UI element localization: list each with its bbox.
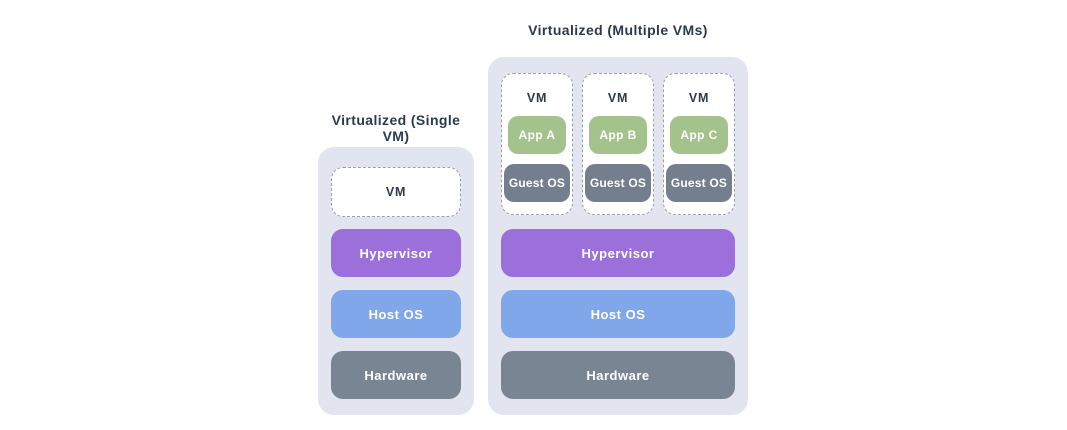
vm-2-guest-os-block: Guest OS bbox=[585, 164, 651, 202]
single-vm-panel: VM Hypervisor Host OS Hardware bbox=[318, 147, 474, 415]
vm-3-label: VM bbox=[688, 91, 710, 105]
vm-box-3: VM App C Guest OS bbox=[663, 73, 735, 215]
single-hypervisor-layer: Hypervisor bbox=[331, 229, 461, 277]
vm-2-label: VM bbox=[607, 91, 629, 105]
vm-2-app-block: App B bbox=[589, 116, 647, 154]
vm-3-app-block: App C bbox=[670, 116, 728, 154]
diagram-title-multiple-vms: Virtualized (Multiple VMs) bbox=[528, 22, 708, 38]
multi-host-os-layer: Host OS bbox=[501, 290, 735, 338]
single-vm-label: VM bbox=[385, 185, 407, 199]
multi-hardware-layer: Hardware bbox=[501, 351, 735, 399]
vm-1-app-block: App A bbox=[508, 116, 566, 154]
single-hardware-layer: Hardware bbox=[331, 351, 461, 399]
multiple-vms-panel: VM App A Guest OS VM App B Guest OS VM A… bbox=[488, 57, 748, 415]
single-vm-box: VM bbox=[331, 167, 461, 217]
multi-hypervisor-layer: Hypervisor bbox=[501, 229, 735, 277]
vm-3-guest-os-block: Guest OS bbox=[666, 164, 732, 202]
single-host-os-layer: Host OS bbox=[331, 290, 461, 338]
vm-box-2: VM App B Guest OS bbox=[582, 73, 654, 215]
vm-1-guest-os-block: Guest OS bbox=[504, 164, 570, 202]
diagram-title-single-vm: Virtualized (Single VM) bbox=[331, 112, 461, 144]
vm-box-1: VM App A Guest OS bbox=[501, 73, 573, 215]
vm-1-label: VM bbox=[526, 91, 548, 105]
